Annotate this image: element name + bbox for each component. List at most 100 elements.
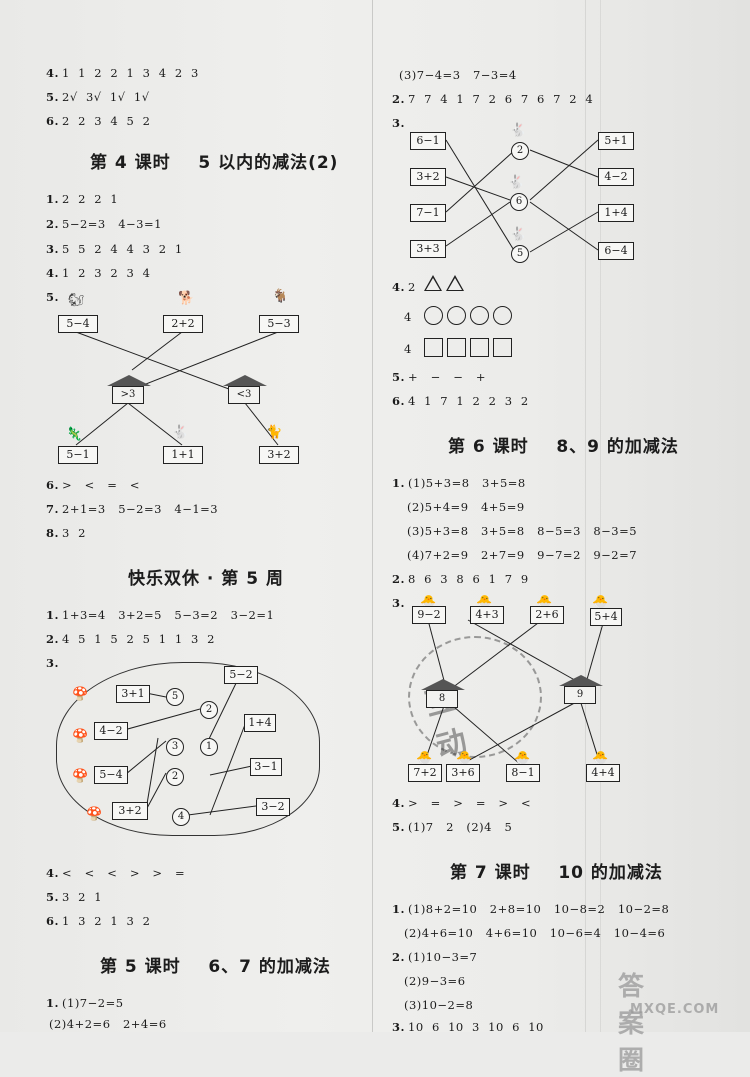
answer-line: (2)4+6=10 4+6=10 10−6=4 10−4=6 (404, 926, 666, 940)
answer-line: 1.(1)7−2=5 (46, 996, 124, 1010)
answer-line: 4.2 (392, 280, 416, 294)
circle-icon (447, 306, 466, 325)
answer-line: (3)10−2=8 (404, 998, 474, 1012)
answer-line: 5.+ − − + (392, 370, 486, 384)
question-number: 3. (46, 656, 60, 670)
answer-line: 4 (404, 310, 412, 324)
answer-line: 6.4 1 7 1 2 2 3 2 (392, 394, 529, 408)
section-title-lesson6: 第 6 课时 8、9 的加减法 (448, 437, 679, 457)
critter-icon: 🐣 (592, 595, 609, 610)
expression-box: 3+3 (410, 240, 446, 258)
expression-box: 5−1 (58, 446, 98, 464)
triangle-icon (446, 275, 464, 291)
answer-line: 1.(1)8+2=10 2+8=10 10−8=2 10−2=8 (392, 902, 670, 916)
expression-box: 1+4 (244, 714, 276, 732)
expression-box: 2+6 (530, 606, 564, 624)
answer-line: 5.(1)7 2 (2)4 5 (392, 820, 513, 834)
answer-line: 3.10 6 10 3 10 6 10 (392, 1020, 544, 1034)
triangle-icon (424, 275, 442, 291)
answer-line: 6.> < = < (46, 478, 140, 492)
expression-box: 1+1 (163, 446, 203, 464)
critter-icon: 🐣 (592, 751, 609, 766)
critter-icon: 🐈 (266, 425, 283, 440)
house-icon: 8 (421, 679, 465, 708)
answer-line: 6.2 2 3 4 5 2 (46, 114, 151, 128)
circle-icon (424, 306, 443, 325)
expression-box: 7+2 (408, 764, 442, 782)
answer-line: 5.3 2 1 (46, 890, 103, 904)
expression-box: 1+4 (598, 204, 634, 222)
answer-line: 8.3 2 (46, 526, 86, 540)
expression-box: 9−2 (412, 606, 446, 624)
answer-line: 1.(1)5+3=8 3+5=8 (392, 476, 526, 490)
critter-icon: 🦎 (66, 427, 83, 442)
answer-circle: 5 (511, 245, 529, 263)
house-icon: 🍄 (72, 687, 89, 702)
column-divider (372, 0, 373, 1032)
critter-icon: 🐣 (514, 751, 531, 766)
answer-line: 5.2√ 3√ 1√ 1√ (46, 90, 150, 104)
critter-icon: 🐕 (178, 291, 195, 306)
section-title-lesson4: 第 4 课时 5 以内的减法(2) (90, 153, 339, 173)
expression-box: 4+4 (586, 764, 620, 782)
watermark-logo: 答案圈 (618, 972, 646, 1076)
house-icon: <3 (223, 375, 267, 404)
answer-line: 1.2 2 2 1 (46, 192, 119, 206)
critter-icon: 🐣 (456, 751, 473, 766)
critter-icon: 🐣 (536, 595, 553, 610)
answer-line: 4.1 1 2 2 1 3 4 2 3 (46, 66, 199, 80)
expression-box: 3−2 (256, 798, 290, 816)
question-number: 5. (46, 290, 60, 304)
critter-icon: 🐿 (68, 293, 85, 308)
page-fold-line (585, 0, 586, 1032)
critter-icon: 🐣 (476, 595, 493, 610)
answer-circle: 2 (166, 768, 184, 786)
house-icon: 9 (559, 675, 603, 704)
critter-icon: 🐣 (420, 595, 437, 610)
answer-line: 6.1 3 2 1 3 2 (46, 914, 151, 928)
expression-box: 5+1 (598, 132, 634, 150)
answer-line: 2.7 7 4 1 7 2 6 7 6 7 2 4 (392, 92, 594, 106)
critter-icon: 🐣 (416, 751, 433, 766)
square-icon (470, 338, 489, 357)
expression-box: 5−2 (224, 666, 258, 684)
expression-box: 3+1 (116, 685, 150, 703)
circle-icon (470, 306, 489, 325)
answer-line: (2)9−3=6 (404, 974, 466, 988)
square-row (424, 338, 512, 357)
house-icon: >3 (107, 375, 151, 404)
answer-line: 4 (404, 342, 412, 356)
section-title-lesson5: 第 5 课时 6、7 的加减法 (100, 957, 331, 977)
answer-circle: 4 (172, 808, 190, 826)
answer-line: (2)5+4=9 4+5=9 (407, 500, 525, 514)
section-title-lesson7: 第 7 课时 10 的加减法 (450, 863, 663, 883)
answer-line: (2)4+2=6 2+4=6 (49, 1017, 167, 1031)
answer-line: (3)7−4=3 7−3=4 (399, 68, 517, 82)
circle-row (424, 306, 512, 325)
matching-lines (123, 674, 257, 816)
answer-line: 1.1+3=4 3+2=5 5−3=2 3−2=1 (46, 608, 275, 622)
square-icon (424, 338, 443, 357)
square-icon (447, 338, 466, 357)
expression-box: 2+2 (163, 315, 203, 333)
expression-box: 4+3 (470, 606, 504, 624)
expression-box: 4−2 (94, 722, 128, 740)
answer-circle: 3 (166, 738, 184, 756)
critter-icon: 🐐 (272, 289, 289, 304)
expression-box: 5−3 (259, 315, 299, 333)
expression-box: 4−2 (598, 168, 634, 186)
answer-line: 4.1 2 3 2 3 4 (46, 266, 151, 280)
critter-icon: 🐇 (172, 425, 189, 440)
page-fold-line-2 (600, 0, 601, 1032)
expression-box: 3+2 (112, 802, 148, 820)
question-number: 3. (392, 596, 406, 610)
expression-box: 5−4 (58, 315, 98, 333)
expression-box: 8−1 (506, 764, 540, 782)
critter-icon: 🐇 (510, 123, 527, 138)
answer-line: 2.8 6 3 8 6 1 7 9 (392, 572, 529, 586)
critter-icon: 🐇 (510, 227, 527, 242)
expression-box: 6−4 (598, 242, 634, 260)
answer-line: (3)5+3=8 3+5=8 8−5=3 8−3=5 (407, 524, 638, 538)
expression-box: 3+6 (446, 764, 480, 782)
answer-line: 2.5−2=3 4−3=1 (46, 217, 162, 231)
